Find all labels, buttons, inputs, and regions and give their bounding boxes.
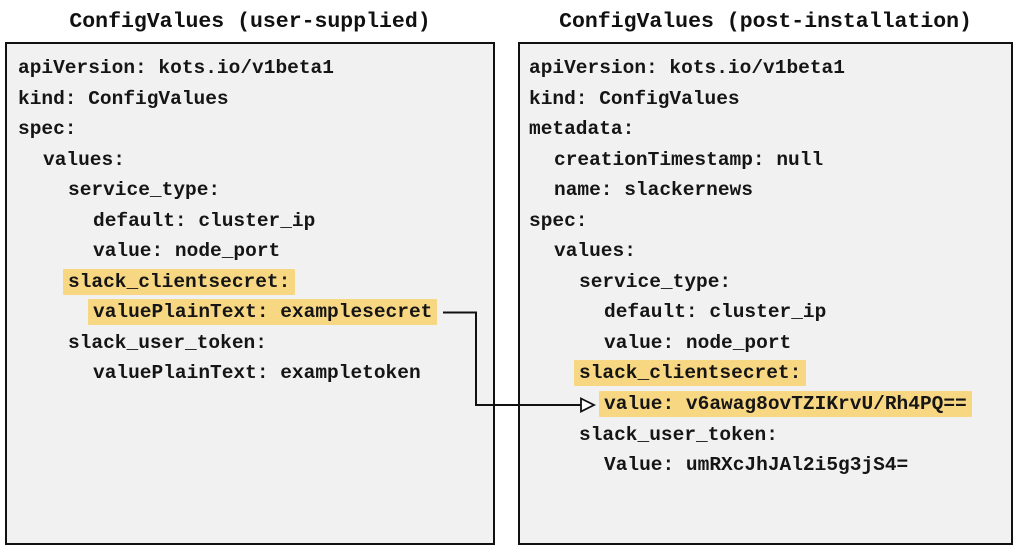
yaml-line: metadata: [529, 114, 1011, 145]
yaml-line: kind: ConfigValues [529, 84, 1011, 115]
yaml-line: default: cluster_ip [529, 297, 1011, 328]
yaml-line: value: node_port [529, 328, 1011, 359]
yaml-code-user-supplied: apiVersion: kots.io/v1beta1 kind: ConfigV… [7, 44, 493, 543]
config-values-user-supplied-panel: apiVersion: kots.io/v1beta1 kind: ConfigV… [5, 42, 495, 545]
yaml-text: slack_user_token: [579, 423, 778, 446]
yaml-line: valuePlainText: exampletoken [18, 358, 493, 389]
yaml-text: slack_user_token: [68, 331, 267, 354]
yaml-code-post-installation: apiVersion: kots.io/v1beta1 kind: ConfigV… [520, 44, 1011, 543]
highlighted-yaml-text: slack_clientsecret: [63, 268, 296, 295]
yaml-line: value: node_port [18, 236, 493, 267]
yaml-text: service_type: [68, 179, 221, 202]
yaml-line: service_type: [529, 267, 1011, 298]
yaml-text: default: cluster_ip [604, 301, 827, 324]
highlighted-yaml-text: value: v6awag8ovTZIKrvU/Rh4PQ== [599, 391, 972, 418]
yaml-line: kind: ConfigValues [18, 84, 493, 115]
yaml-line: apiVersion: kots.io/v1beta1 [529, 53, 1011, 84]
yaml-text: apiVersion: kots.io/v1beta1 [18, 57, 334, 79]
highlighted-yaml-text: slack_clientsecret: [574, 360, 807, 387]
yaml-text: spec: [529, 209, 588, 232]
yaml-line: creationTimestamp: null [529, 145, 1011, 176]
yaml-line: slack_user_token: [529, 420, 1011, 451]
panel-title-post-installation: ConfigValues (post-installation) [559, 10, 972, 34]
yaml-text: creationTimestamp: null [554, 148, 824, 171]
highlighted-yaml-text: valuePlainText: examplesecret [88, 299, 438, 326]
yaml-line: default: cluster_ip [18, 206, 493, 237]
yaml-line: slack_clientsecret: [529, 358, 1011, 389]
yaml-text: valuePlainText: exampletoken [93, 362, 421, 385]
yaml-text: Value: umRXcJhJAl2i5g3jS4= [604, 454, 909, 477]
yaml-line: spec: [529, 206, 1011, 237]
yaml-text: apiVersion: kots.io/v1beta1 [529, 57, 845, 79]
yaml-text: values: [554, 240, 636, 263]
yaml-text: service_type: [579, 270, 732, 293]
yaml-text: spec: [18, 118, 77, 141]
yaml-line: Value: umRXcJhJAl2i5g3jS4= [529, 450, 1011, 481]
yaml-text: value: node_port [93, 240, 281, 263]
yaml-text: values: [43, 148, 125, 171]
yaml-text: kind: ConfigValues [529, 87, 740, 110]
config-values-post-installation-panel: apiVersion: kots.io/v1beta1 kind: ConfigV… [518, 42, 1013, 545]
yaml-text: name: slackernews [554, 179, 753, 202]
yaml-line: name: slackernews [529, 175, 1011, 206]
yaml-line: slack_user_token: [18, 328, 493, 359]
yaml-line: slack_clientsecret: [18, 267, 493, 298]
yaml-text: value: node_port [604, 331, 792, 354]
yaml-text: metadata: [529, 118, 635, 141]
yaml-text: kind: ConfigValues [18, 87, 229, 110]
yaml-line: spec: [18, 114, 493, 145]
yaml-line: service_type: [18, 175, 493, 206]
yaml-line: values: [529, 236, 1011, 267]
yaml-line: apiVersion: kots.io/v1beta1 [18, 53, 493, 84]
panel-title-user-supplied: ConfigValues (user-supplied) [69, 10, 431, 34]
yaml-line: values: [18, 145, 493, 176]
yaml-text: default: cluster_ip [93, 209, 316, 232]
yaml-line: value: v6awag8ovTZIKrvU/Rh4PQ== [529, 389, 1011, 420]
yaml-line: valuePlainText: examplesecret [18, 297, 493, 328]
